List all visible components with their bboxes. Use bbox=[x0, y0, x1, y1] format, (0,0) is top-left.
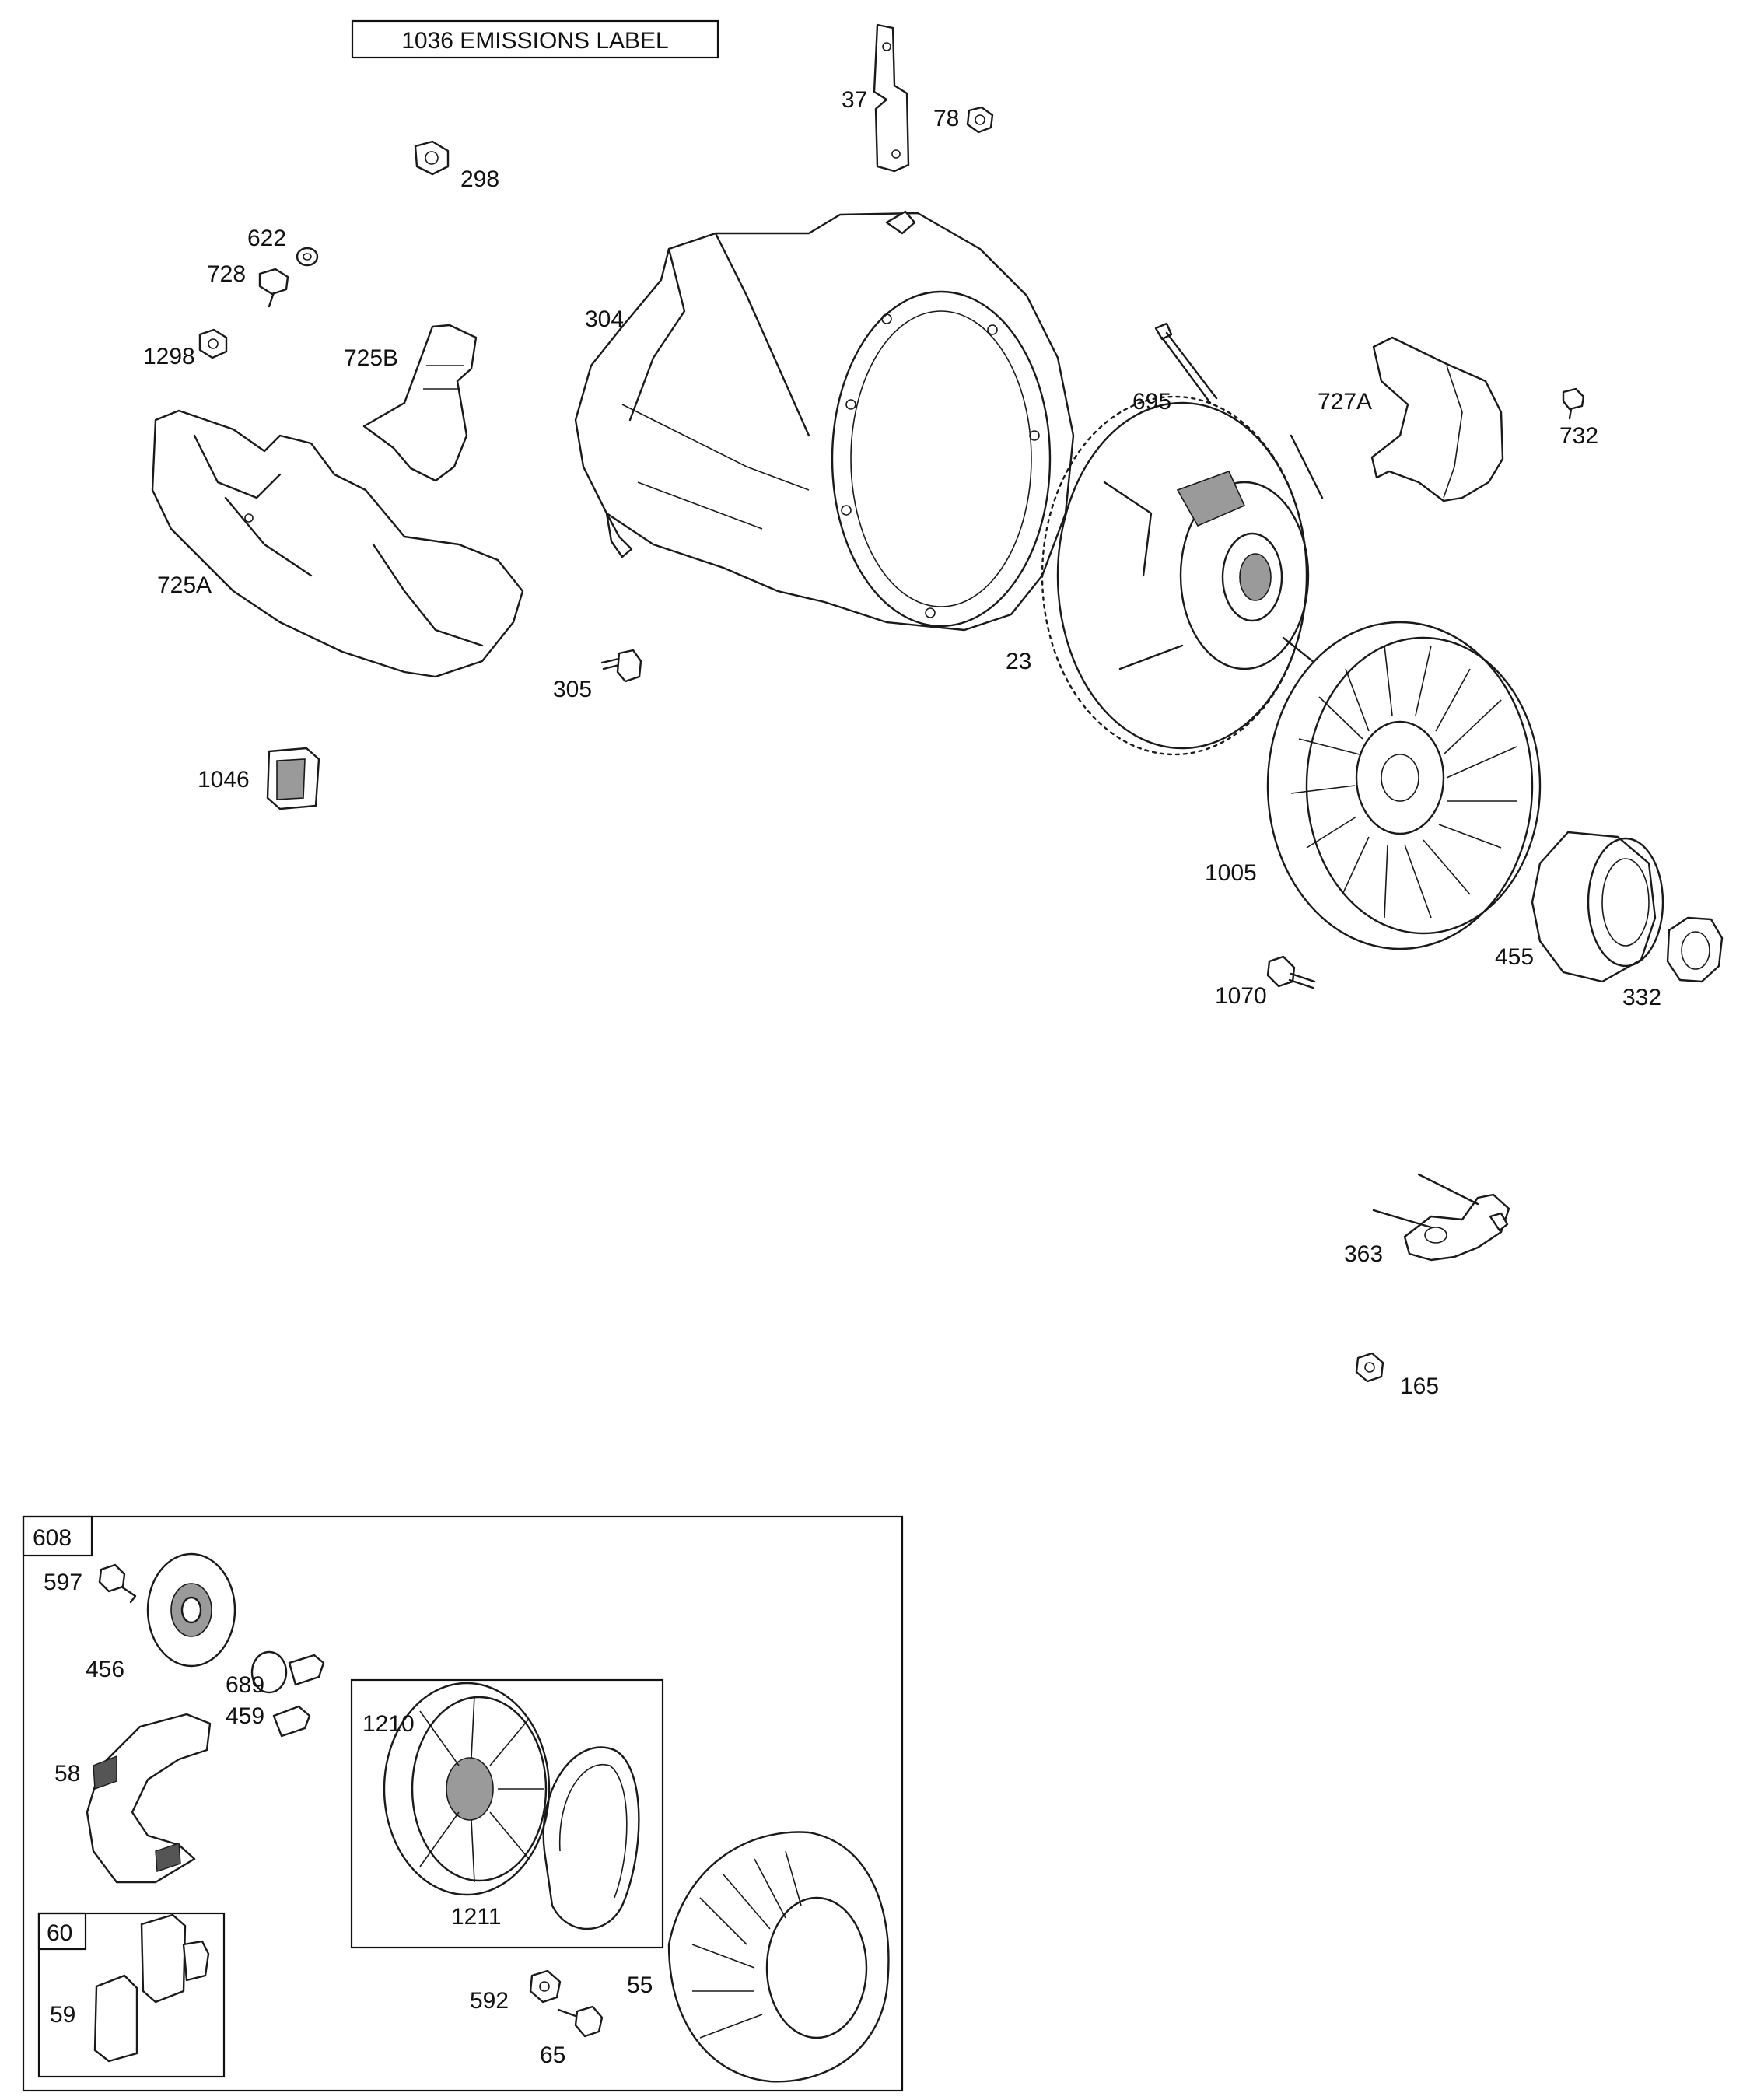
part-78-nut bbox=[966, 106, 994, 134]
part-727A-cover bbox=[1370, 336, 1504, 502]
callout-728: 728 bbox=[207, 261, 246, 287]
callouts-main: 37 78 298 622 728 304 1298 725B 695 727A… bbox=[143, 87, 1661, 1399]
part-732-screw bbox=[1562, 387, 1585, 420]
callout-305: 305 bbox=[553, 677, 592, 702]
part-55-housing bbox=[667, 1831, 890, 2083]
part-1210-pulley bbox=[383, 1682, 551, 1896]
part-597-screw bbox=[98, 1563, 137, 1604]
part-455-cup bbox=[1531, 831, 1664, 983]
callout-1211: 1211 bbox=[451, 1904, 502, 1930]
callout-592: 592 bbox=[470, 1988, 509, 2014]
part-1298-nut bbox=[198, 328, 228, 359]
callouts-kit-608: 597 456 689 459 58 1210 1211 59 592 55 6… bbox=[44, 1570, 653, 2068]
callout-59: 59 bbox=[50, 2002, 75, 2028]
callout-597: 597 bbox=[44, 1570, 82, 1595]
callout-332: 332 bbox=[1622, 985, 1661, 1010]
part-332-nut bbox=[1666, 916, 1724, 983]
callout-459: 459 bbox=[226, 1703, 264, 1729]
callout-363: 363 bbox=[1344, 1241, 1383, 1267]
part-23-flywheel bbox=[1041, 395, 1324, 756]
callout-622: 622 bbox=[247, 226, 286, 251]
callout-689: 689 bbox=[226, 1672, 264, 1698]
callout-165: 165 bbox=[1400, 1374, 1439, 1399]
kit-608-box: 608 bbox=[22, 1515, 904, 2092]
callout-1046: 1046 bbox=[198, 767, 250, 793]
callout-1210: 1210 bbox=[362, 1711, 415, 1737]
kit-60-label: 60 bbox=[47, 1920, 72, 1946]
callout-1298: 1298 bbox=[143, 344, 195, 369]
callout-725B: 725B bbox=[344, 345, 398, 371]
part-1211-rope bbox=[542, 1746, 640, 1930]
part-1046-label bbox=[266, 747, 320, 810]
callout-695: 695 bbox=[1132, 389, 1171, 415]
part-58-spring bbox=[86, 1713, 212, 1884]
part-59-handle bbox=[93, 1913, 210, 2063]
callout-55: 55 bbox=[627, 1972, 653, 1998]
callout-1070: 1070 bbox=[1215, 983, 1267, 1009]
callout-78: 78 bbox=[933, 106, 959, 131]
callout-455: 455 bbox=[1495, 944, 1534, 970]
callout-1005: 1005 bbox=[1205, 860, 1257, 886]
part-725B-shield bbox=[362, 324, 478, 482]
part-304-blower-housing bbox=[574, 210, 1075, 632]
part-622-washer bbox=[296, 247, 319, 267]
emissions-label-text: 1036 EMISSIONS LABEL bbox=[401, 28, 669, 54]
callout-298: 298 bbox=[460, 166, 499, 192]
part-459-pawls bbox=[272, 1654, 325, 1738]
part-456-cam bbox=[146, 1552, 236, 1668]
part-592-nut bbox=[529, 1969, 562, 2004]
callout-58: 58 bbox=[54, 1761, 80, 1787]
part-37-bracket bbox=[873, 23, 910, 173]
emissions-label-box: 1036 EMISSIONS LABEL bbox=[351, 19, 719, 59]
kit-608-label: 608 bbox=[33, 1525, 72, 1551]
callout-304: 304 bbox=[585, 306, 624, 332]
kit-60-box: 60 bbox=[37, 1912, 226, 2078]
callout-732: 732 bbox=[1559, 423, 1598, 449]
callout-725A: 725A bbox=[157, 572, 212, 598]
callout-65: 65 bbox=[540, 2042, 565, 2068]
part-689-ring bbox=[250, 1650, 288, 1694]
kit-1210-box bbox=[350, 1678, 664, 1949]
callout-37: 37 bbox=[842, 87, 867, 113]
part-298-nut bbox=[414, 140, 450, 176]
part-363-armature bbox=[1372, 1173, 1510, 1262]
part-728-screw bbox=[258, 268, 289, 308]
part-65-screw bbox=[557, 2005, 604, 2038]
part-1005-fan bbox=[1266, 621, 1542, 950]
part-695-stud bbox=[1154, 322, 1218, 404]
callout-456: 456 bbox=[86, 1657, 124, 1682]
part-1070-bolt bbox=[1266, 955, 1316, 989]
callout-23: 23 bbox=[1006, 649, 1031, 674]
part-305-bolt bbox=[600, 649, 642, 683]
part-165-nut bbox=[1355, 1352, 1384, 1383]
part-725A-shroud bbox=[151, 409, 524, 678]
callout-727A: 727A bbox=[1318, 389, 1372, 415]
